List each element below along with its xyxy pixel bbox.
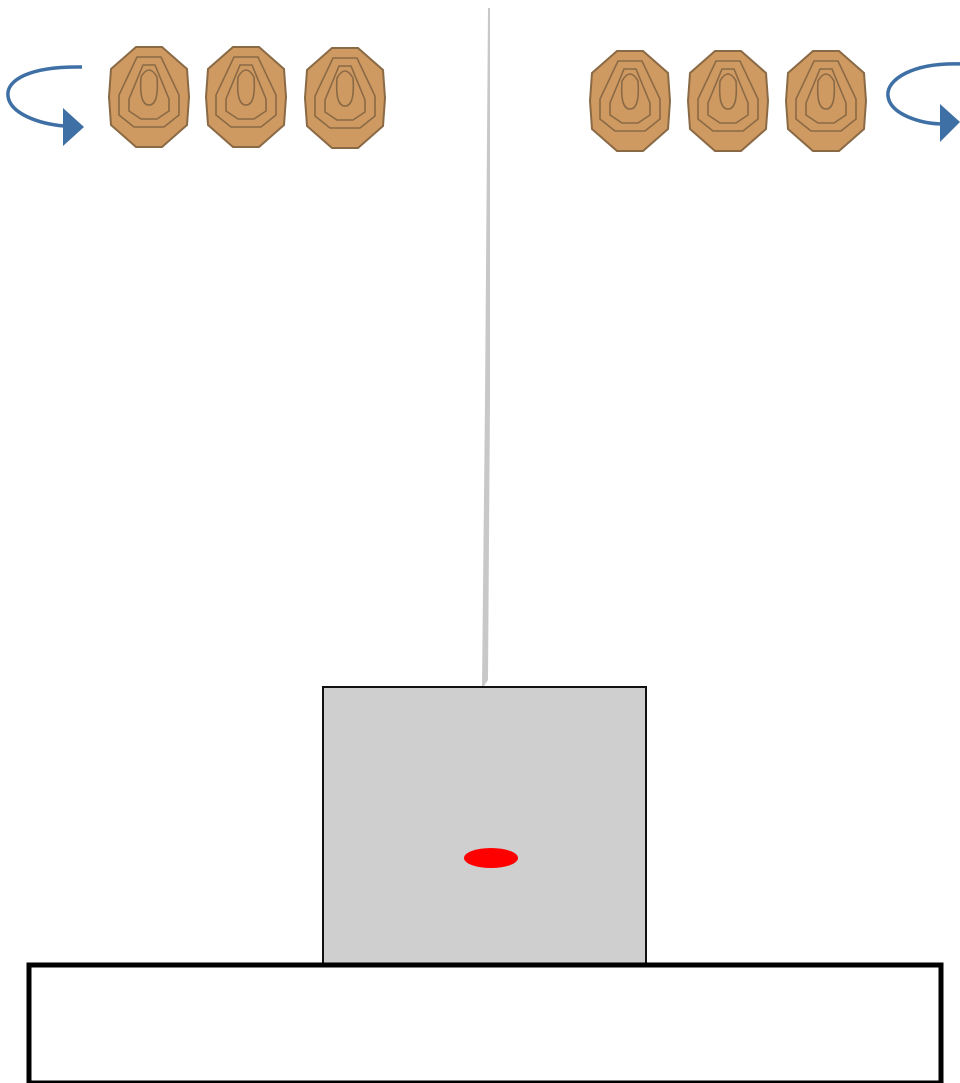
target-icon-right-2 [687,50,769,152]
center-divider-line [482,8,490,686]
right-target-group [589,50,960,152]
red-oval-marker [464,848,518,868]
rotate-arrow-icon-left [6,65,84,146]
rotate-arrow-icon-right [886,62,960,142]
gray-box [322,686,647,966]
left-target-group [6,46,386,149]
base-platform [26,962,944,1083]
target-icon-right-3 [785,50,867,152]
target-icon-left-3 [304,47,386,149]
target-icon-left-1 [108,46,190,148]
target-icon-right-1 [589,50,671,152]
target-icon-left-2 [205,46,287,148]
